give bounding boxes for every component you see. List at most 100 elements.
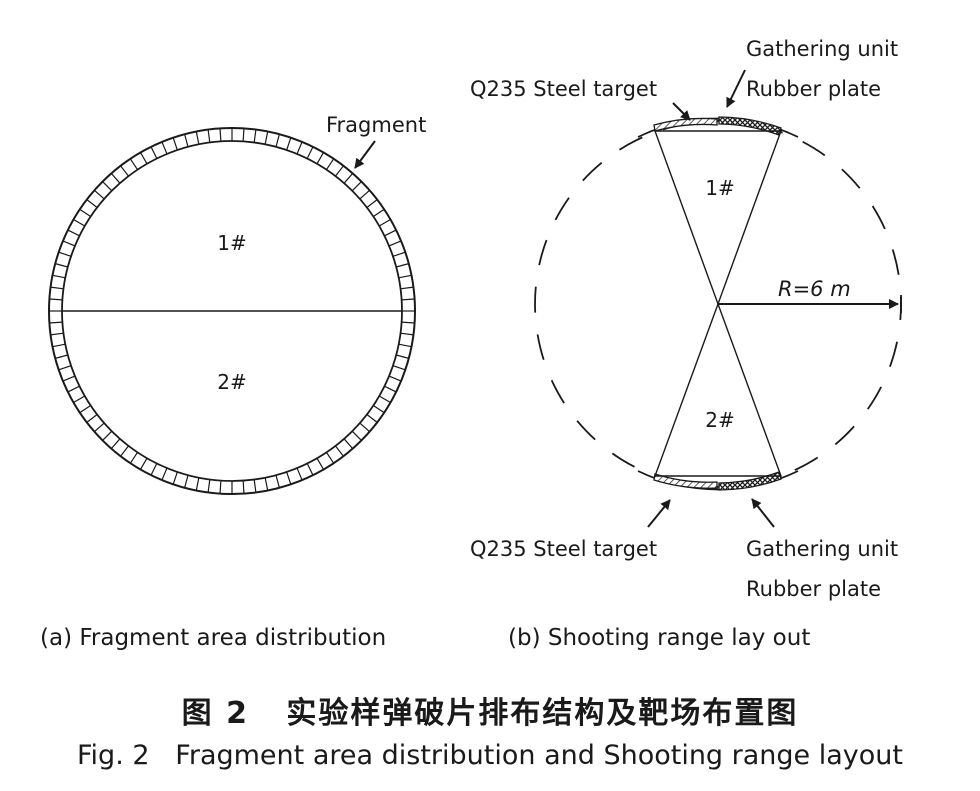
fragment-cell-divider (150, 146, 158, 159)
fragment-cell-divider (73, 395, 86, 404)
fragment-cell-divider (335, 445, 344, 457)
fragment-cell-divider (161, 141, 168, 155)
fragment-cell-divider (55, 263, 68, 268)
shooting-range-diagram: 1# 2# R=6 m Q235 Steel target Gathering … (470, 37, 902, 651)
sector-2 (653, 301, 783, 477)
fragment-cell-divider (378, 218, 391, 227)
fragment-cell-divider (62, 375, 76, 382)
fragment-cell-divider (388, 375, 402, 382)
sector-1 (654, 130, 782, 307)
fragment-cell-divider (286, 137, 292, 151)
fragment-cell-divider (366, 414, 378, 423)
fragment-cell-divider (398, 274, 412, 279)
fragment-cell-divider (129, 452, 139, 464)
fragment-cell-divider (58, 365, 72, 371)
rubber-plate-bottom-label: Rubber plate (746, 577, 881, 601)
fragment-cell-divider (359, 189, 370, 200)
fragment-cell-divider (67, 229, 80, 237)
fragment-cell-divider (139, 152, 148, 165)
fragment-cell-divider (335, 165, 344, 177)
fragment-cell-divider (86, 414, 98, 423)
steel-target-bottom-label: Q235 Steel target (470, 537, 657, 561)
gathering-unit-top-label: Gathering unit (746, 37, 898, 61)
figure-title-cn: 图 2 实验样弹破片排布结构及靶场布置图 (181, 696, 799, 731)
fragment-cell-divider (242, 480, 245, 494)
fragment-cell-divider (253, 479, 257, 493)
fragment-cell-divider (129, 158, 139, 170)
fragment-cell-divider (296, 467, 303, 481)
fragment-cell-divider (275, 475, 280, 488)
fragment-cell-divider (50, 332, 64, 336)
fragment-cell-divider (373, 404, 385, 414)
fragment-cell-divider (373, 208, 385, 218)
fragment-cell-divider (343, 173, 354, 184)
fragment-cell-divider (286, 471, 292, 485)
fragment-cell-divider (275, 134, 280, 147)
fragment-cell-divider (384, 385, 397, 393)
fragment-cell-divider (388, 240, 402, 247)
fragment-cell-divider (120, 445, 129, 457)
fragment-cell-divider (110, 438, 121, 449)
fragment-cell-divider (49, 321, 63, 324)
fragment-cell-divider (264, 131, 269, 145)
fragment-cell-divider (343, 438, 354, 449)
steel-target-top-label: Q235 Steel target (470, 77, 657, 101)
fragment-cell-divider (253, 129, 257, 143)
fragment-cell-divider (73, 218, 86, 227)
fragment-cell-divider (207, 479, 211, 493)
fragment-cell-divider (306, 146, 314, 159)
figure-canvas: 1# 2# Fragment (a) Fragment area distrib… (40, 37, 902, 651)
fragment-cell-divider (316, 457, 325, 470)
fragment-cell-divider (94, 422, 105, 433)
sector-1-label: 1# (705, 176, 734, 200)
radius-label: R=6 m (778, 277, 851, 301)
fragment-cell-divider (102, 181, 113, 192)
fragment-cell-divider (67, 385, 80, 393)
fragment-label: Fragment (326, 113, 426, 137)
fragment-cell-divider (79, 208, 91, 218)
rubber-plate-top-label: Rubber plate (746, 77, 881, 101)
steel-target-top-arrow (672, 102, 691, 121)
rubber-plate-bottom (718, 471, 782, 491)
fragment-cell-divider (378, 395, 391, 404)
steel-target-bottom (653, 473, 718, 489)
fragment-cell-divider (102, 430, 113, 441)
fragment-cell-divider (219, 480, 222, 494)
fragment-arrow (354, 140, 376, 169)
fragment-cell-divider (306, 463, 314, 476)
fragment-ring-diagram: 1# 2# Fragment (a) Fragment area distrib… (40, 113, 426, 651)
fragment-cell-divider (359, 422, 370, 433)
fragment-cell-divider (400, 286, 414, 290)
fragment-cell-divider (396, 354, 409, 359)
region-1-label: 1# (217, 231, 246, 255)
fragment-cell-divider (398, 343, 412, 348)
fragment-cell-divider (86, 199, 98, 208)
fragment-cell-divider (62, 240, 76, 247)
sector-2-label: 2# (705, 408, 734, 432)
steel-target-top (653, 117, 718, 132)
fragment-cell-divider (400, 332, 414, 336)
figure-title-en: Fig. 2 Fragment area distribution and Sh… (76, 740, 903, 771)
fragment-cell-divider (396, 263, 409, 268)
fragment-cell-divider (50, 286, 64, 290)
fragment-cell-divider (172, 471, 178, 485)
fragment-cell-divider (195, 477, 200, 491)
fragment-cell-divider (195, 131, 200, 145)
fragment-cell-divider (207, 129, 211, 143)
fragment-cell-divider (325, 452, 335, 464)
panel-a-caption: (a) Fragment area distribution (40, 625, 386, 651)
fragment-cell-divider (49, 298, 63, 301)
fragment-cell-divider (351, 430, 362, 441)
fragment-cell-divider (392, 251, 406, 257)
fragment-cell-divider (384, 229, 397, 237)
fragment-cell-divider (79, 404, 91, 414)
fragment-cell-divider (392, 365, 406, 371)
fragment-cell-divider (55, 354, 68, 359)
fragment-cell-divider (366, 199, 378, 208)
fragment-cell-divider (52, 343, 66, 348)
fragment-cells (49, 128, 415, 494)
fragment-cell-divider (139, 457, 148, 470)
fragment-cell-divider (120, 165, 129, 177)
fragment-cell-divider (296, 141, 303, 155)
fragment-cell-divider (58, 251, 72, 257)
